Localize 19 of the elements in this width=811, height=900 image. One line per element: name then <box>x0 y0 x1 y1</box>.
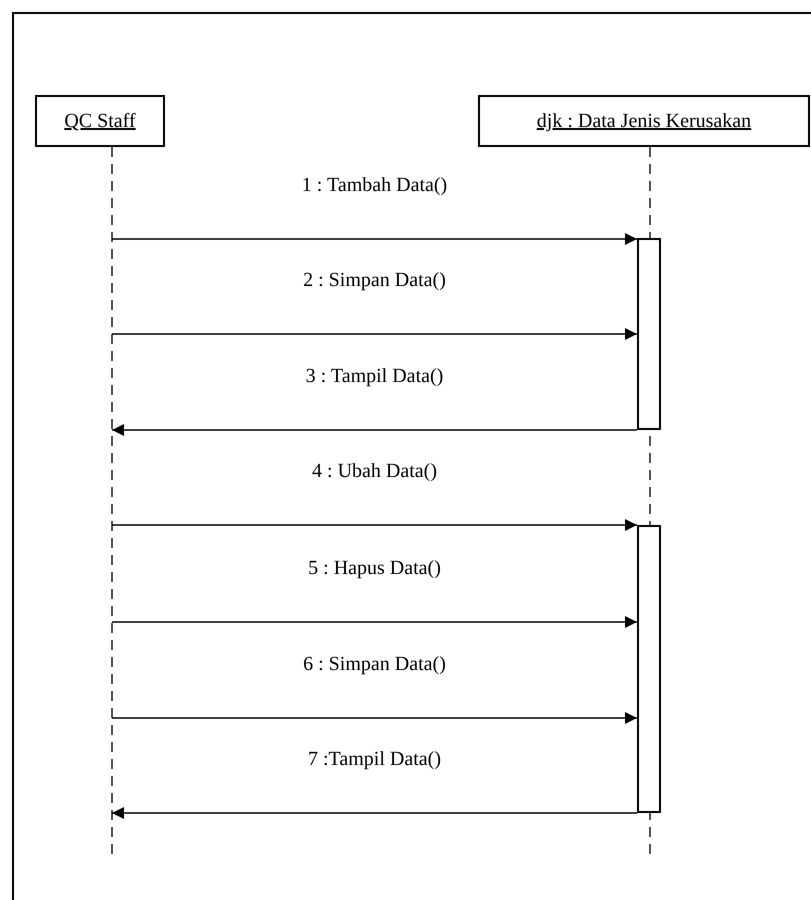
activation-bar <box>637 525 661 813</box>
message-arrow <box>112 807 637 819</box>
message-arrow <box>112 616 637 628</box>
object-name: QC Staff <box>63 109 137 134</box>
edge-label: 5 : Hapus Data() <box>308 558 441 578</box>
message-arrow <box>112 519 637 531</box>
message-arrow <box>112 424 637 436</box>
edge-label: 7 :Tampil Data() <box>308 749 441 769</box>
message-arrow <box>112 712 637 724</box>
edge-label: 1 : Tambah Data() <box>302 175 448 195</box>
edge-label: 4 : Ubah Data() <box>312 461 437 481</box>
message-arrow <box>112 328 637 340</box>
activation-bar <box>637 238 661 430</box>
object-name: djk : Data Jenis Kerusakan <box>536 109 752 134</box>
edge-label: 3 : Tampil Data() <box>306 366 444 386</box>
edge-label: 6 : Simpan Data() <box>303 654 446 674</box>
object-box <box>478 95 810 147</box>
message-arrow <box>112 233 637 245</box>
edge-label: 2 : Simpan Data() <box>303 270 446 290</box>
